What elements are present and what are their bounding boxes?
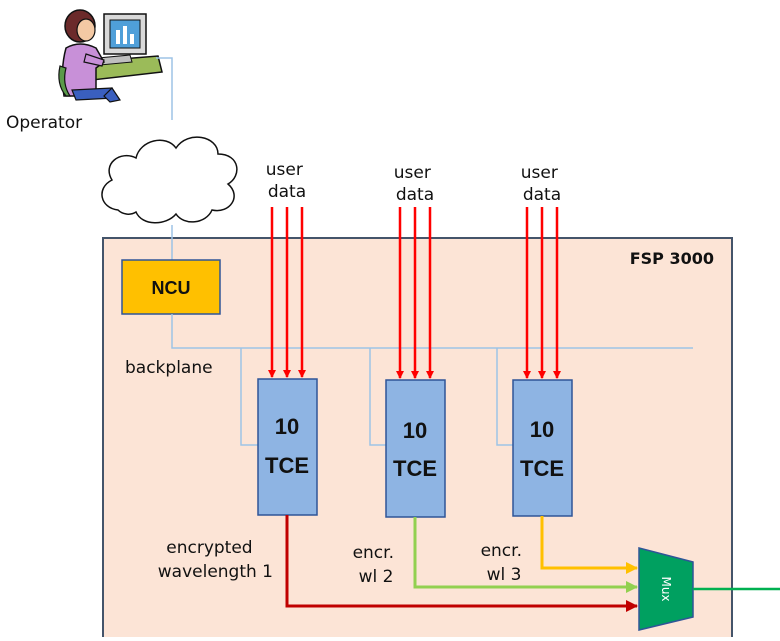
user-data-label-1: user data (266, 160, 309, 202)
output-wavelength-3 (540, 516, 638, 574)
operator-link (156, 57, 173, 120)
tce-card-3-name: TCE (520, 456, 564, 481)
tce-card-1-number: 10 (275, 414, 299, 439)
tce-card-2-number: 10 (403, 418, 427, 443)
output-label-3: encr. wl 3 (481, 541, 528, 585)
user-data-label-3: user data (521, 163, 564, 205)
output-wavelength-1 (285, 515, 638, 612)
ncu-label: NCU (152, 278, 191, 298)
user-data-arrows-1 (268, 207, 306, 378)
backplane-drop-2 (369, 348, 386, 446)
tce-card-2-name: TCE (393, 456, 437, 481)
output-wavelength-2 (413, 517, 638, 593)
operator-at-computer-icon (58, 9, 163, 103)
tce-card-1: 10 TCE (257, 378, 318, 516)
user-data-label-2: user data (394, 163, 437, 205)
output-label-2: encr. wl 2 (353, 543, 400, 587)
ncu-box (121, 259, 221, 315)
operator-label: Operator (6, 113, 82, 133)
tce-card-3-number: 10 (530, 417, 554, 442)
output-label-1: encrypted wavelength 1 (158, 538, 273, 582)
backplane-label: backplane (125, 358, 213, 378)
cloud-icon (101, 136, 238, 224)
user-data-arrows-2 (396, 207, 434, 379)
tce-card-1-name: TCE (265, 453, 309, 478)
mux-label: Mux (659, 576, 673, 601)
tce-card-2: 10 TCE (385, 379, 446, 518)
mux-block (638, 547, 694, 631)
backplane-drop-1 (240, 348, 258, 446)
chassis-title: FSP 3000 (630, 249, 714, 268)
backplane-drop-3 (496, 348, 513, 446)
user-data-arrows-3 (523, 207, 561, 379)
tce-card-3: 10 TCE (512, 379, 573, 517)
backplane-bus (171, 314, 693, 349)
